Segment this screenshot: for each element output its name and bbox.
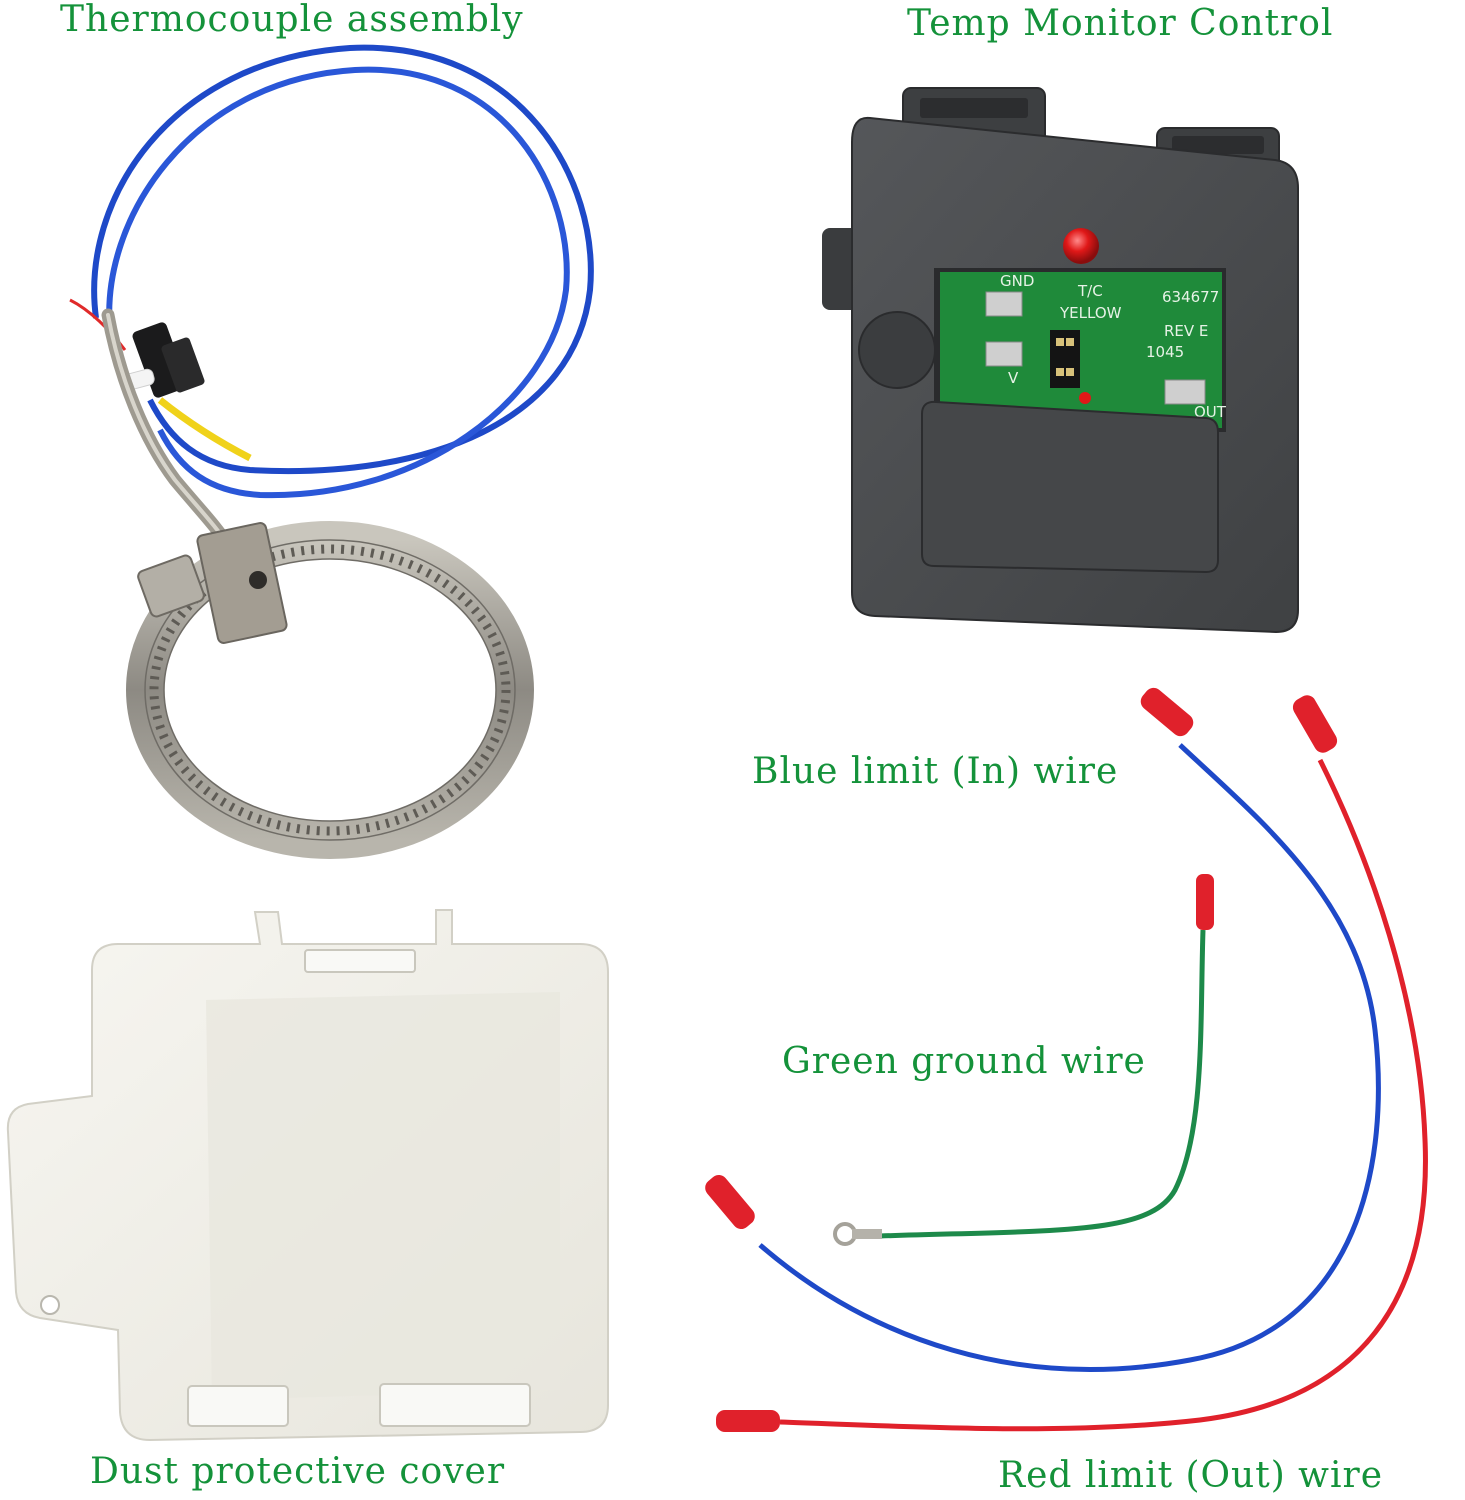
green-ground-wire-label: Green ground wire	[782, 1041, 1146, 1082]
cover-clip-top	[304, 949, 416, 973]
blue-limit-in-wire-label: Blue limit (In) wire	[752, 751, 1119, 792]
pcb-text-yellow: YELLOW	[1059, 304, 1122, 322]
blue-wire-terminal-bottom	[705, 1174, 755, 1230]
control-lower-block	[921, 400, 1219, 574]
indicator-led	[1063, 228, 1099, 264]
cover-clip-bottom-left	[187, 1385, 289, 1427]
blue-wire-terminal-top	[1140, 687, 1194, 737]
thermocouple-connector	[132, 322, 205, 398]
clamp-screw-housing	[137, 554, 205, 618]
red-limit-out-wire-label: Red limit (Out) wire	[998, 1455, 1384, 1496]
pcb-text-rev: REV E	[1164, 322, 1208, 340]
thermocouple-blue-wire	[91, 44, 594, 474]
dust-protective-cover	[6, 909, 609, 1442]
thermocouple-yellow-wire	[157, 397, 252, 462]
pcb-connector	[1050, 330, 1080, 388]
dust-protective-cover-label: Dust protective cover	[90, 1451, 506, 1492]
red-limit-out-wire	[716, 695, 1428, 1432]
side-knob	[858, 311, 936, 389]
pcb-text-out: OUT	[1194, 403, 1227, 421]
red-wire-terminal-bottom	[716, 1410, 780, 1432]
blue-limit-in-wire	[705, 687, 1381, 1372]
probe-block	[196, 522, 288, 644]
cover-inner-recess	[206, 992, 560, 1400]
red-wire-terminal-top	[1292, 695, 1338, 753]
thermocouple-assembly-label: Thermocouple assembly	[60, 0, 524, 40]
temp-monitor-control-label: Temp Monitor Control	[907, 3, 1334, 44]
pcb-text-tc: T/C	[1077, 282, 1103, 300]
thermocouple-assembly	[69, 44, 594, 859]
hose-clamp	[126, 521, 534, 859]
clamp-slots	[149, 544, 511, 836]
pcb-text-v: V	[1008, 369, 1019, 387]
pcb-text-gnd: GND	[1000, 272, 1034, 290]
cover-clip-bottom-right	[379, 1383, 531, 1427]
green-wire-terminal	[1196, 874, 1214, 930]
cover-mount-hole	[40, 1295, 60, 1315]
pcb-text-part: 634677	[1162, 288, 1219, 306]
pcb-text-code: 1045	[1146, 343, 1184, 361]
green-ground-wire	[833, 874, 1214, 1246]
temp-monitor-control: GND T/C YELLOW 634677 REV E 1045 OUT V	[822, 87, 1299, 634]
